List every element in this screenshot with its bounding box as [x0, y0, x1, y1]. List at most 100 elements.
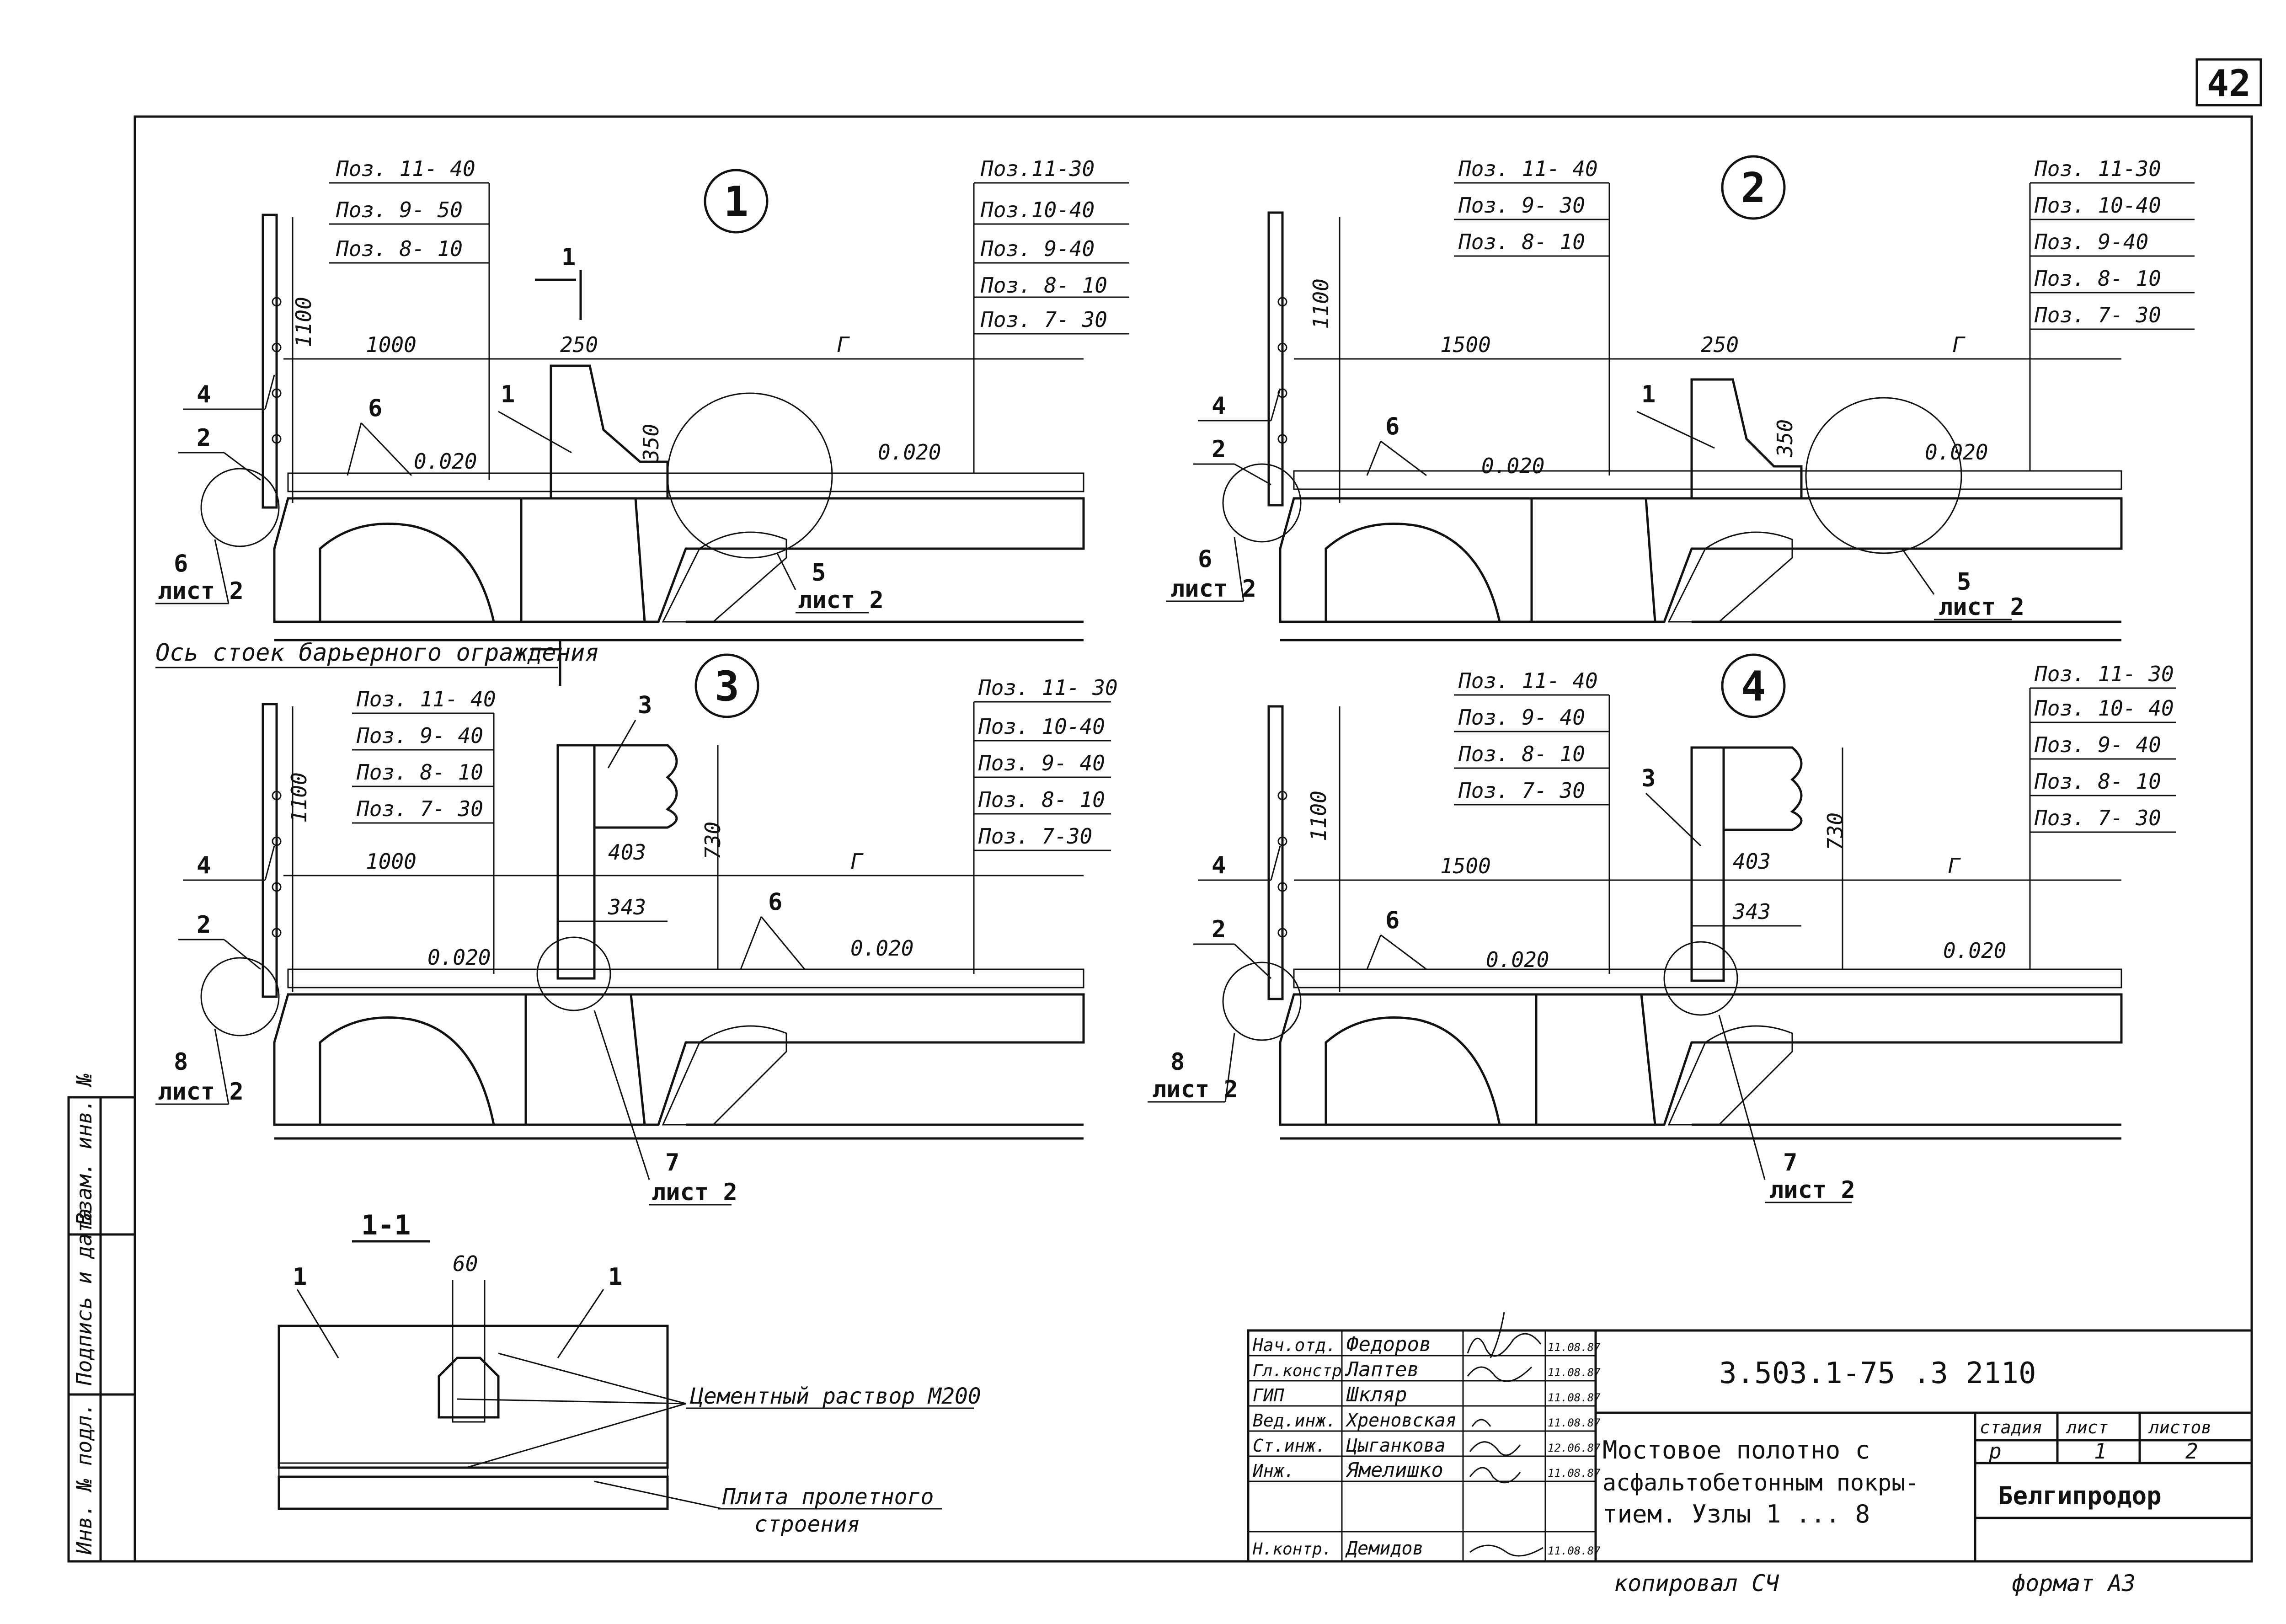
node-4-pos-right-1: Поз. 11- 30: [2034, 662, 2174, 686]
node-2-height: 1100: [1309, 278, 1333, 329]
node-3-dim-w1: 1000: [366, 849, 417, 874]
node-1-pos-left-3: Поз. 8- 10: [336, 236, 463, 261]
node-1-dim-w2: 250: [560, 332, 598, 357]
node-3-pos-right-3: Поз. 9- 40: [978, 751, 1105, 775]
node-1-section-mark: 1: [561, 244, 576, 271]
node-1-number: 1: [724, 178, 748, 226]
node-3-ref-a-num: 8: [174, 1048, 188, 1076]
node-2-dim-w2: 250: [1701, 332, 1739, 357]
name-5: Цыганкова: [1346, 1435, 1446, 1456]
section-title: 1-1: [361, 1209, 411, 1241]
node-3-marker: [694, 653, 759, 718]
node-3-height: 1100: [287, 772, 311, 823]
drawing-code: 3.503.1-75 .3 2110: [1719, 1357, 2036, 1390]
title-line-1: Мостовое полотно с: [1602, 1436, 1870, 1464]
role-8: Н.контр.: [1252, 1540, 1332, 1559]
node-1-slope2: 0.020: [878, 440, 941, 465]
node-4-dim-w3: 403: [1733, 849, 1771, 874]
node-4-ref-b-sheet: лист 2: [1769, 1176, 1855, 1204]
node-4-slope: 0.020: [1486, 947, 1549, 972]
stamp-inv-podl: Инв. № подл.: [72, 1403, 96, 1555]
node-4-height: 1100: [1306, 791, 1331, 841]
node-4-ref-a-sheet: лист 2: [1152, 1076, 1238, 1103]
node-3-pos-right-4: Поз. 8- 10: [978, 787, 1105, 812]
node-4-label-c3: 3: [1641, 765, 1656, 792]
node-3-label-c6: 6: [768, 888, 782, 916]
node-4-pos-right-2: Поз. 10- 40: [2034, 696, 2174, 721]
node-1-label-c4: 4: [197, 381, 211, 408]
node-4-ref-b-num: 7: [1783, 1149, 1797, 1176]
stage-header-3: листов: [2148, 1417, 2211, 1437]
name-4: Хреновская: [1345, 1410, 1457, 1431]
name-3: Шкляр: [1346, 1383, 1407, 1406]
node-3-slope: 0.020: [427, 945, 491, 970]
date-8: 11.08.87: [1548, 1544, 1601, 1557]
role-2: Гл.констр.: [1253, 1362, 1352, 1380]
date-5: 12.06.87: [1548, 1442, 1601, 1454]
node-3-dim-w4: 343: [608, 895, 646, 919]
node-1-pos-right-4: Поз. 8- 10: [980, 273, 1107, 298]
node-2-label-c1: 1: [1641, 381, 1656, 408]
node-2-pos-right-3: Поз. 9-40: [2034, 230, 2148, 254]
node-4-label-c6: 6: [1385, 907, 1399, 934]
format: формат А3: [2012, 1570, 2136, 1597]
node-2-pos-right-4: Поз. 8- 10: [2034, 266, 2161, 291]
node-4-label-c4: 4: [1212, 852, 1226, 879]
node-1: 1 Поз. 11- 40 Поз. 9- 50 Поз. 8- 10 Поз.…: [155, 156, 1129, 641]
node-2-pos-left-2: Поз. 9- 30: [1458, 193, 1585, 218]
node-2-marker: [1721, 155, 1786, 220]
node-4-pos-right-5: Поз. 7- 30: [2034, 806, 2161, 830]
node-1-pos-right-1: Поз.11-30: [980, 156, 1095, 181]
node-3-label-c3: 3: [638, 692, 652, 719]
node-3-pos-right-2: Поз. 10-40: [978, 714, 1105, 739]
node-3-ref-a-sheet: лист 2: [158, 1078, 244, 1106]
node-4-slope2: 0.020: [1943, 938, 2006, 963]
stage-value-2: 1: [2094, 1439, 2107, 1464]
node-3: Ось стоек барьерного ограждения 3 Поз. 1…: [155, 639, 1118, 1206]
node-1-pos-right-3: Поз. 9-40: [980, 236, 1095, 261]
node-2-curb-height: 350: [1773, 419, 1797, 458]
node-3-dim-w3: 403: [608, 840, 646, 865]
node-4-ref-a-num: 8: [1170, 1048, 1185, 1076]
node-2-label-c6: 6: [1385, 413, 1399, 440]
organization: Белгипродор: [1998, 1481, 2162, 1510]
signatures: [1467, 1312, 1544, 1557]
node-2: 2 Поз. 11- 40 Поз. 9- 30 Поз. 8- 10 Поз.…: [1166, 155, 2195, 641]
node-1-marker: [704, 169, 769, 234]
node-4-marker: [1721, 653, 1786, 718]
node-2-pos-right-5: Поз. 7- 30: [2034, 303, 2161, 327]
node-1-pos-right-2: Поз.10-40: [980, 198, 1095, 222]
date-2: 11.08.87: [1548, 1366, 1601, 1379]
section-dim: 60: [453, 1251, 478, 1276]
node-1-label-c6: 6: [368, 395, 382, 422]
node-1-label-c2: 2: [197, 424, 211, 452]
date-4: 11.08.87: [1548, 1416, 1601, 1429]
node-4-number: 4: [1741, 662, 1766, 710]
title-line-2: асфальтобетонным покры-: [1602, 1469, 1919, 1496]
node-3-pos-left-2: Поз. 9- 40: [356, 723, 483, 748]
node-2-label-c2: 2: [1212, 436, 1226, 463]
node-3-label-c2: 2: [197, 911, 211, 939]
node-1-pos-left-2: Поз. 9- 50: [336, 198, 463, 222]
name-2: Лаптев: [1345, 1358, 1419, 1381]
side-stamp: Инв. № подл. Подпись и дата Взам. инв. №: [67, 1074, 136, 1563]
node-2-dim-r: Г: [1952, 332, 1966, 357]
stamp-signature-date: Подпись и дата: [72, 1208, 96, 1386]
stage-header-1: стадия: [1980, 1417, 2042, 1437]
sheet-number-box: [2195, 58, 2262, 107]
node-2-label-c4: 4: [1212, 392, 1226, 420]
node-4-dim-r: Г: [1948, 854, 1961, 878]
node-3-pos-right-5: Поз. 7-30: [978, 824, 1092, 849]
role-6: Инж.: [1252, 1461, 1295, 1481]
node-3-dim-r: Г: [850, 849, 864, 874]
section-note-slab-1: Плита пролетного: [722, 1484, 934, 1510]
node-3-number: 3: [715, 662, 739, 710]
node-1-curb-height: 350: [639, 424, 663, 462]
role-1: Нач.отд.: [1252, 1335, 1336, 1355]
node-2-ref-b-sheet: лист 2: [1939, 593, 2024, 621]
node-1-label-c1: 1: [501, 381, 515, 408]
node-2-pos-right-2: Поз. 10-40: [2034, 193, 2161, 218]
section-note-mortar: Цементный раствор М200: [690, 1384, 981, 1409]
node-3-axis-note: Ось стоек барьерного ограждения: [155, 639, 599, 667]
date-1: 11.08.87: [1548, 1341, 1601, 1354]
